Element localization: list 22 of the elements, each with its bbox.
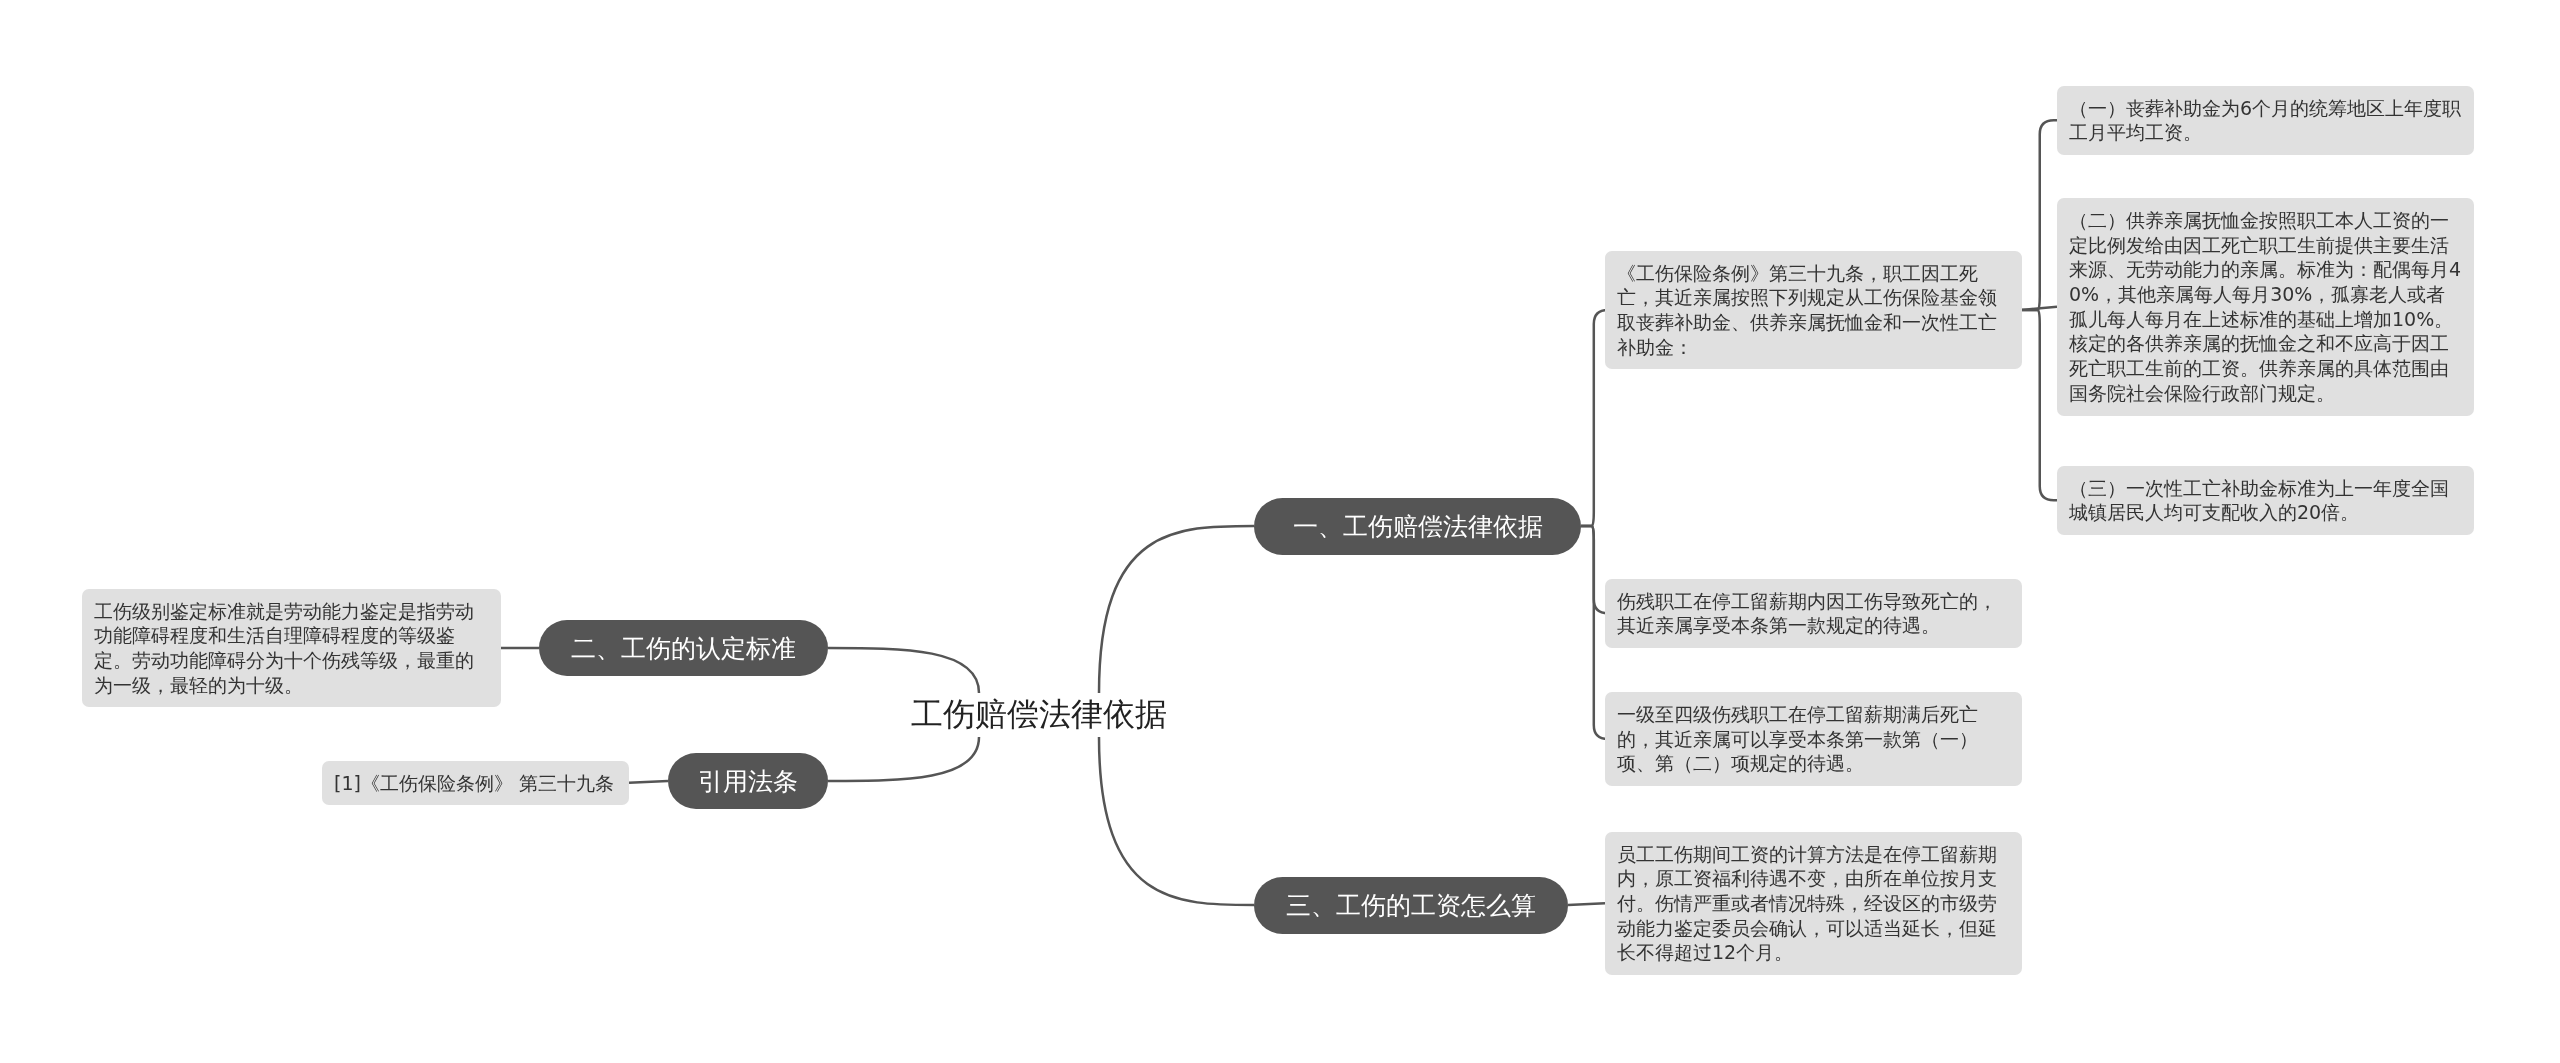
note-box: [1]《工伤保险条例》 第三十九条 xyxy=(322,760,629,806)
connector-line xyxy=(1097,524,1254,694)
topic-pill: 三、工伤的工资怎么算 xyxy=(1254,876,1568,934)
central-topic: 工伤赔偿法律依据 xyxy=(905,689,1173,741)
connector-line xyxy=(501,646,539,650)
note-box: （二）供养亲属抚恤金按照职工本人工资的一定比例发给由因工死亡职工生前提供主要生活来源、无劳动能力的亲属。标准为：配偶每月40%，其他亲属每人每月30%，孤寡老人或者孤儿每人每月在上述标准的基础上增加10%。核定的各供养亲属的抚恤金之和不应高于因工死亡职工生前的工资。供养亲属的具体范围由国务院社会保险行政部门规定。 xyxy=(2057,198,2474,416)
connector-line xyxy=(828,646,981,694)
note-box: 工伤级别鉴定标准就是劳动能力鉴定是指劳动功能障碍程度和生活自理障碍程度的等级鉴定。劳动功能障碍分为十个伤残等级，最重的为一级，最轻的为十级。 xyxy=(82,588,501,708)
note-box: （三）一次性工亡补助金标准为上一年度全国城镇居民人均可支配收入的20倍。 xyxy=(2057,465,2474,535)
connector-line xyxy=(628,779,669,785)
note-box: 伤残职工在停工留薪期内因工伤导致死亡的，其近亲属享受本条第一款规定的待遇。 xyxy=(1605,578,2022,648)
topic-pill: 引用法条 xyxy=(668,753,828,809)
connector-line xyxy=(1567,901,1606,907)
connector-line xyxy=(828,736,981,783)
note-box: 《工伤保险条例》第三十九条，职工因工死亡，其近亲属按照下列规定从工伤保险基金领取丧葬补助金、供养亲属抚恤金和一次性工亡补助金： xyxy=(1605,250,2022,370)
connector-line xyxy=(1097,736,1254,907)
connector-line xyxy=(2021,305,2058,312)
topic-pill: 二、工伤的认定标准 xyxy=(539,620,828,676)
note-box: （一）丧葬补助金为6个月的统筹地区上年度职工月平均工资。 xyxy=(2057,85,2474,155)
note-box: 员工工伤期间工资的计算方法是在停工留薪期内，原工资福利待遇不变，由所在单位按月支付。伤情严重或者情况特殊，经设区的市级劳动能力鉴定委员会确认，可以适当延长，但延长不得超过12个月。 xyxy=(1605,831,2022,975)
note-box: 一级至四级伤残职工在停工留薪期满后死亡的，其近亲属可以享受本条第一款第（一）项、第（二）项规定的待遇。 xyxy=(1605,692,2022,787)
topic-pill: 一、工伤赔偿法律依据 xyxy=(1254,497,1581,555)
